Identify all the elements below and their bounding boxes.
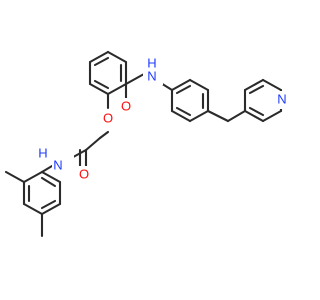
bond bbox=[243, 78, 265, 92]
linkers-and-amides bbox=[40, 72, 174, 174]
bond bbox=[261, 78, 283, 92]
bond bbox=[40, 176, 57, 188]
atom-label-background bbox=[116, 98, 136, 116]
bond bbox=[93, 79, 110, 90]
atom-label-background bbox=[74, 166, 94, 184]
bond bbox=[88, 50, 110, 64]
atom-label-background bbox=[143, 59, 163, 85]
bond bbox=[170, 109, 192, 123]
molecule-structure-diagram: N H O O O H N N bbox=[4, 50, 292, 238]
bond bbox=[124, 72, 146, 86]
bond bbox=[248, 84, 265, 95]
amide-right-h-label: H bbox=[147, 55, 156, 70]
pyridine-n-label: N bbox=[277, 91, 286, 106]
benzene-ring-lower-left bbox=[4, 170, 62, 238]
bond bbox=[226, 109, 247, 123]
amide-left-n-label: N bbox=[53, 157, 62, 172]
amide-left-h-label: H bbox=[38, 145, 47, 160]
bond bbox=[248, 106, 265, 117]
bond bbox=[261, 109, 283, 123]
atom-label-background bbox=[52, 150, 74, 174]
bond bbox=[40, 199, 57, 210]
amide-right-n-label: N bbox=[147, 68, 156, 83]
bond bbox=[93, 56, 110, 67]
bond bbox=[170, 78, 192, 92]
bond bbox=[98, 130, 110, 140]
bond bbox=[206, 109, 230, 123]
molecule-canvas: N H O O O H N N bbox=[4, 50, 292, 238]
carbonyl-left-o-label: O bbox=[79, 166, 89, 181]
bond bbox=[243, 109, 265, 123]
bond bbox=[84, 136, 102, 152]
pyridine-ring bbox=[243, 78, 283, 123]
carbonyl-right-o-label: O bbox=[121, 98, 131, 113]
benzene-ring-center bbox=[88, 50, 128, 96]
bond bbox=[106, 82, 128, 96]
bond bbox=[40, 202, 62, 216]
atom-labels: N H O O O H N N bbox=[38, 55, 292, 184]
atom-label-background bbox=[272, 91, 292, 109]
bond bbox=[106, 50, 128, 64]
bond bbox=[4, 170, 26, 184]
pyridine-linker bbox=[206, 109, 247, 123]
bond bbox=[22, 170, 44, 184]
bond bbox=[175, 106, 192, 117]
bond bbox=[40, 164, 54, 174]
bond bbox=[22, 202, 44, 216]
bond bbox=[88, 82, 110, 96]
benzene-ring-right bbox=[170, 78, 210, 123]
ether-o-label: O bbox=[103, 110, 113, 125]
bond bbox=[40, 170, 62, 184]
atom-label-background bbox=[98, 110, 118, 128]
bond bbox=[188, 78, 210, 92]
bond bbox=[188, 109, 210, 123]
bond bbox=[175, 84, 192, 95]
